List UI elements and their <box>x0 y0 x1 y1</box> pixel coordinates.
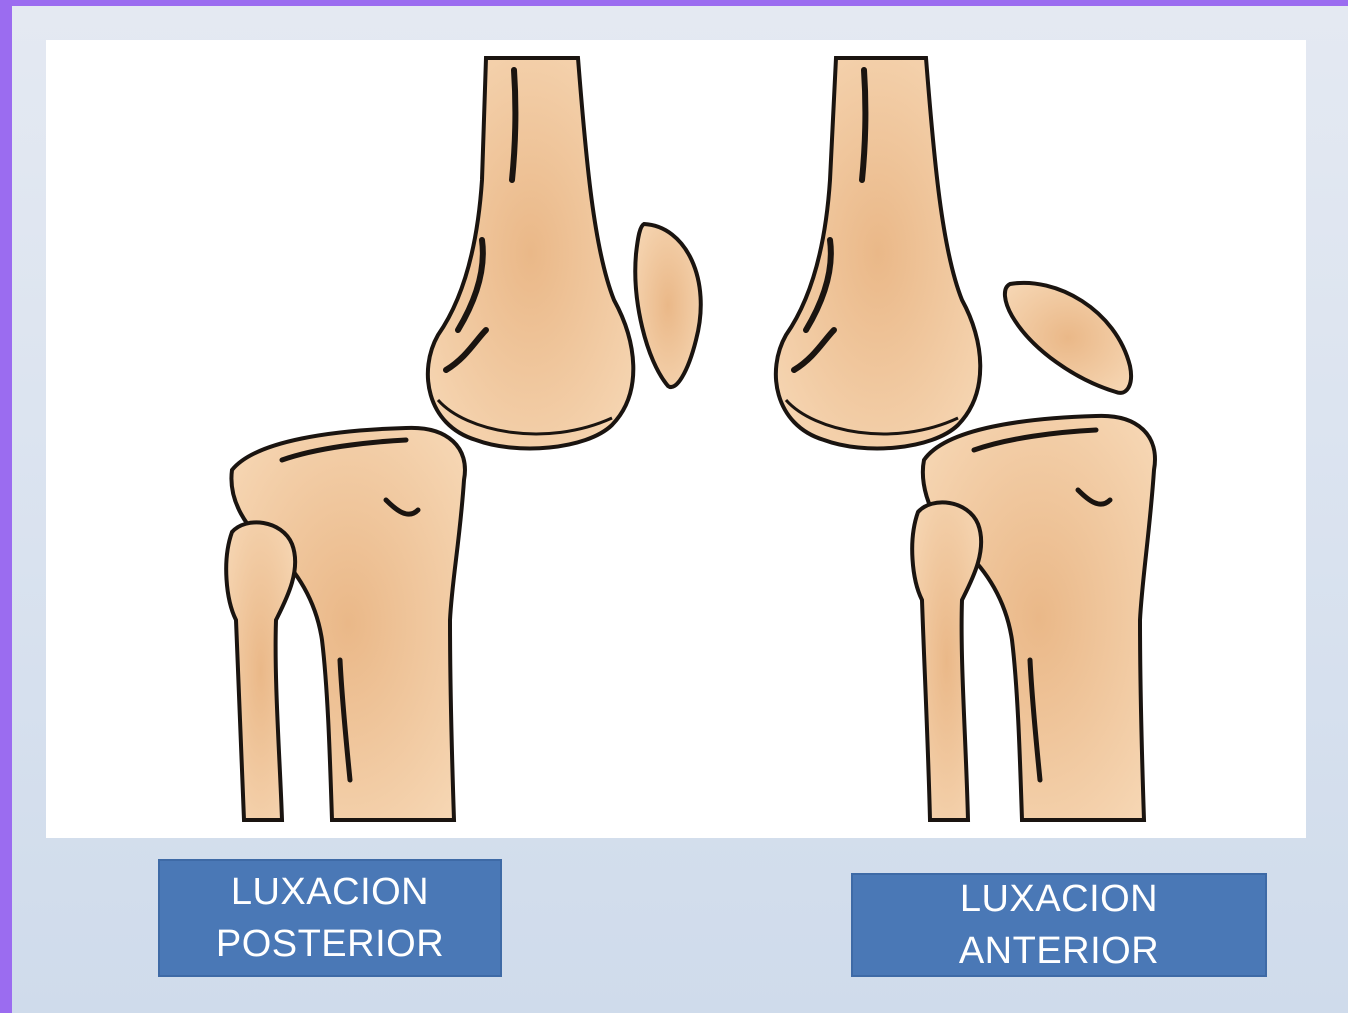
anterior-dislocation-group <box>776 58 1155 820</box>
femur-right <box>776 58 980 448</box>
femur-left <box>428 58 633 448</box>
posterior-dislocation-group <box>226 58 701 820</box>
fibula-right <box>912 502 981 820</box>
label-anterior-line2: ANTERIOR <box>853 925 1265 977</box>
fibula-left <box>226 522 295 820</box>
bones-drawing <box>46 40 1306 838</box>
label-anterior-dislocation: LUXACION ANTERIOR <box>851 873 1267 977</box>
slide-background: LUXACION POSTERIOR LUXACION ANTERIOR <box>12 6 1348 1013</box>
knee-dislocation-illustration <box>46 40 1306 838</box>
label-posterior-dislocation: LUXACION POSTERIOR <box>158 859 502 977</box>
label-posterior-line2: POSTERIOR <box>160 918 500 970</box>
label-posterior-line1: LUXACION <box>160 866 500 918</box>
label-anterior-line1: LUXACION <box>853 873 1265 925</box>
patella-left <box>635 224 700 387</box>
patella-right <box>1005 283 1131 393</box>
